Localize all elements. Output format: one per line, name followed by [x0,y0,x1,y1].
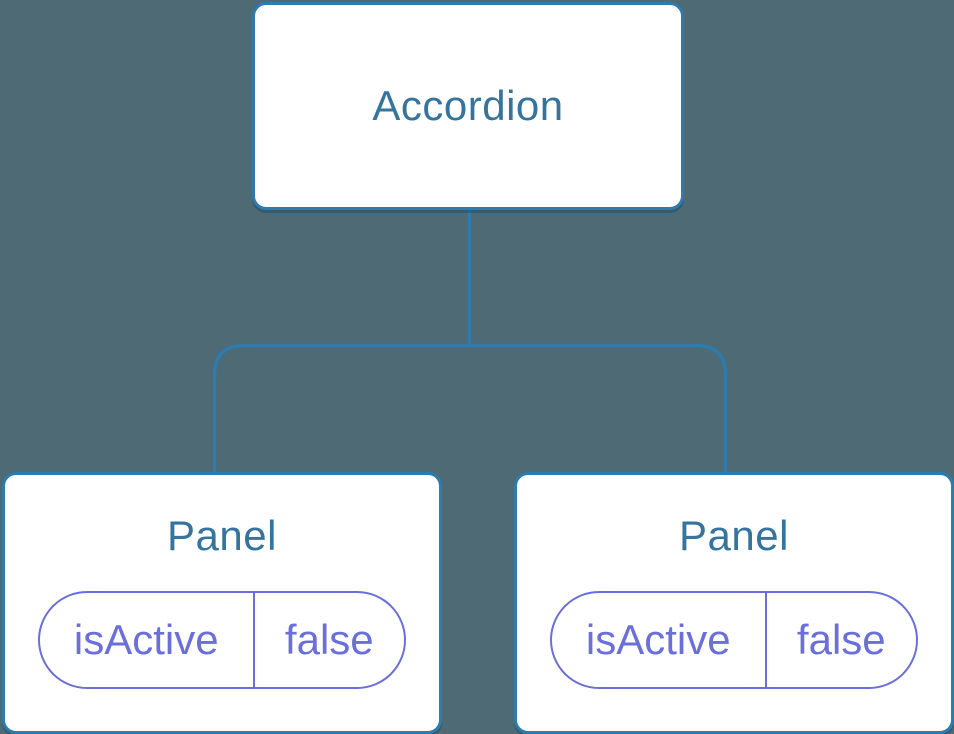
panel-right-title: Panel [679,512,789,559]
branch-bracket-line [212,343,728,474]
state-value-label: false [764,593,916,688]
panel-left-title: Panel [167,512,277,559]
accordion-node: Accordion [252,2,684,210]
panel-node-right: Panel isActive false [514,472,954,734]
accordion-node-title: Accordion [372,81,564,129]
panel-right-state-pill: isActive false [550,591,918,690]
panel-node-left: Panel isActive false [2,472,442,734]
state-key-label: isActive [73,616,219,664]
panel-left-state-pill: isActive false [38,591,406,690]
state-value-label: false [252,593,404,688]
state-key-label: isActive [585,616,731,664]
